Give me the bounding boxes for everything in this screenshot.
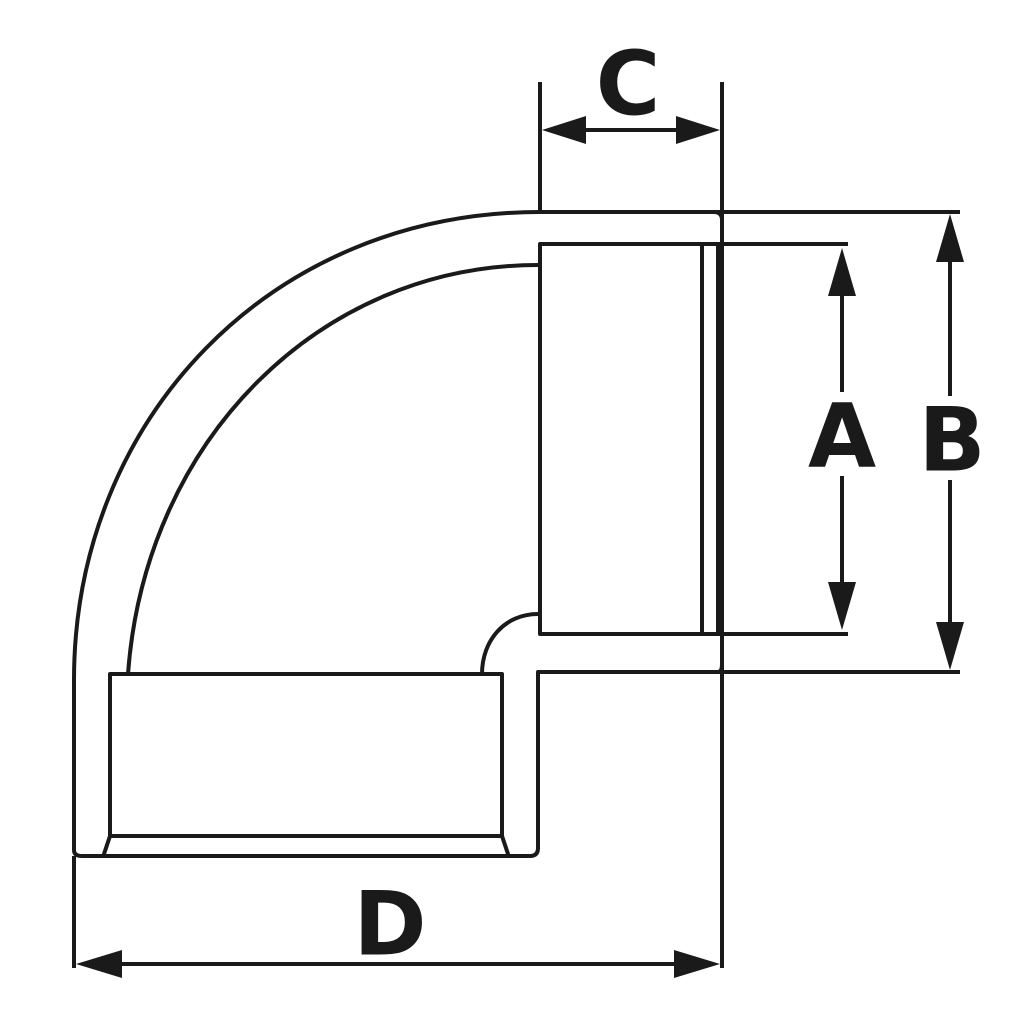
elbow-body — [72, 210, 724, 858]
b-arrow-bottom — [936, 622, 964, 670]
extension-lines — [72, 82, 960, 968]
crotch-fillet — [480, 612, 540, 676]
upper-socket-bore — [538, 242, 704, 636]
d-label: D — [353, 873, 426, 976]
b-label: B — [918, 389, 985, 492]
lower-socket-lip-left — [102, 834, 112, 856]
lower-socket-bore — [108, 672, 504, 838]
d-arrow-left — [76, 950, 122, 978]
lower-socket — [102, 672, 510, 856]
d-arrow-right — [674, 950, 720, 978]
c-arrow-left — [542, 116, 586, 144]
lower-socket-lip-right — [500, 834, 510, 856]
a-arrow-bottom — [828, 582, 856, 630]
dimension-a: A — [808, 248, 876, 630]
inner-curve — [126, 263, 540, 676]
b-label-bg — [916, 396, 984, 480]
dimension-c: C — [542, 33, 720, 144]
c-arrow-right — [676, 116, 720, 144]
dimension-d: D — [76, 873, 720, 978]
outer-curve — [72, 210, 724, 858]
b-arrow-top — [936, 214, 964, 262]
dimension-b: B — [916, 214, 986, 670]
c-label: C — [596, 33, 661, 136]
a-label: A — [808, 385, 876, 488]
upper-socket — [538, 242, 848, 636]
a-arrow-top — [828, 248, 856, 296]
a-label-bg — [810, 392, 874, 476]
